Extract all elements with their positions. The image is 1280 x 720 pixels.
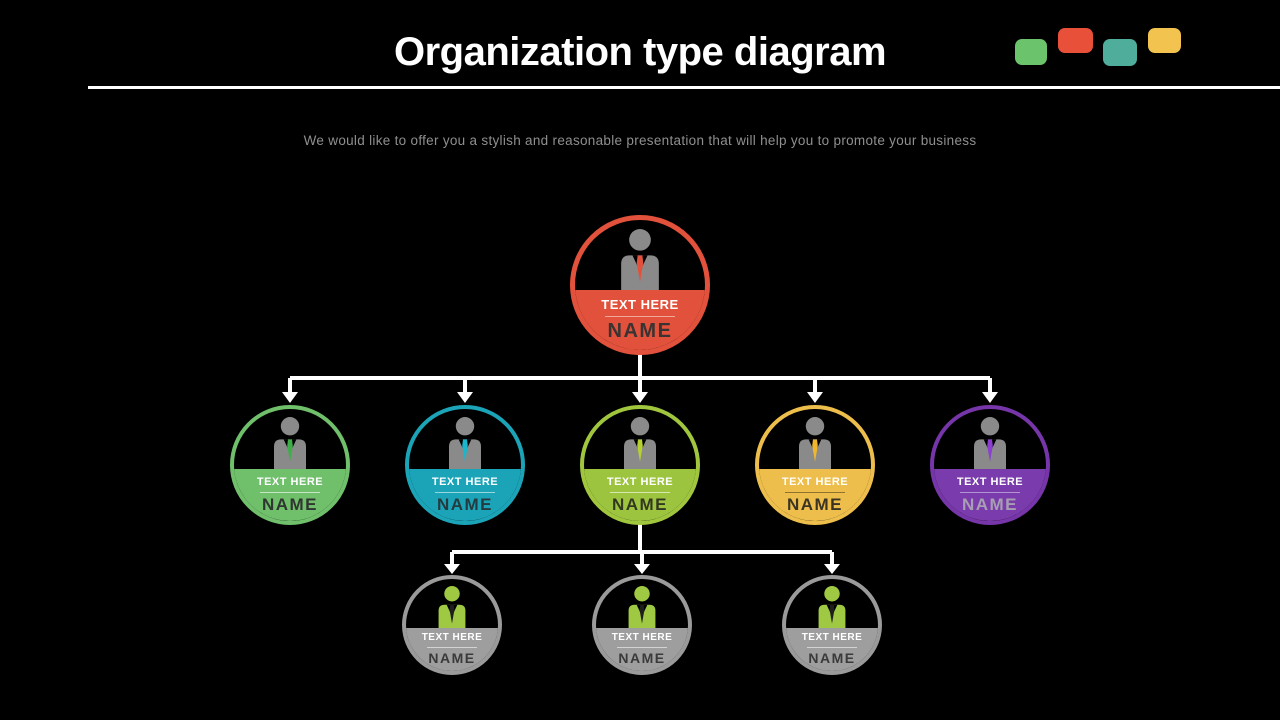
node-divider [605,316,675,318]
node-name: NAME [808,650,856,667]
square-green [1015,39,1047,65]
subtitle: We would like to offer you a stylish and… [303,133,977,148]
node-divider [960,491,1020,493]
org-node-branch-1: TEXT HERE NAME [230,405,350,525]
node-label-area: TEXT HERE NAME [786,628,878,671]
node-divider [435,491,495,493]
node-label: TEXT HERE [781,475,849,488]
node-name: NAME [607,320,673,343]
node-label: TEXT HERE [611,632,673,644]
node-label: TEXT HERE [956,475,1024,488]
org-node-branch-4: TEXT HERE NAME [755,405,875,525]
node-name: NAME [428,650,476,667]
node-name: NAME [611,494,669,514]
node-divider [617,647,667,649]
person-icon [435,586,469,633]
node-label-area: TEXT HERE NAME [934,469,1046,521]
node-divider [260,491,320,493]
node-divider [610,491,670,493]
node-label: TEXT HERE [421,632,483,644]
node-name: NAME [961,494,1019,514]
node-name: NAME [261,494,319,514]
node-label: TEXT HERE [606,475,674,488]
node-label: TEXT HERE [431,475,499,488]
node-label-area: TEXT HERE NAME [759,469,871,521]
node-label-area: TEXT HERE NAME [406,628,498,671]
person-icon [620,417,661,473]
person-icon [625,586,659,633]
org-node-branch-5: TEXT HERE NAME [930,405,1050,525]
node-name: NAME [436,494,494,514]
page-title: Organization type diagram [393,30,887,74]
person-icon [616,229,664,295]
org-node-branch-3: TEXT HERE NAME [580,405,700,525]
node-label: TEXT HERE [601,296,679,312]
square-red [1058,28,1093,53]
person-icon [795,417,836,473]
person-icon [270,417,311,473]
node-label-area: TEXT HERE NAME [584,469,696,521]
org-node-root: TEXT HERE NAME [570,215,710,355]
node-label-area: TEXT HERE NAME [596,628,688,671]
title-underline [88,86,1280,89]
node-label: TEXT HERE [256,475,324,488]
node-divider [807,647,857,649]
org-node-leaf-3: TEXT HERE NAME [782,575,882,675]
org-node-leaf-2: TEXT HERE NAME [592,575,692,675]
node-label-area: TEXT HERE NAME [409,469,521,521]
node-name: NAME [786,494,844,514]
person-icon [970,417,1011,473]
node-label: TEXT HERE [801,632,863,644]
square-yellow [1148,28,1181,53]
node-divider [785,491,845,493]
org-node-branch-2: TEXT HERE NAME [405,405,525,525]
node-label-area: TEXT HERE NAME [234,469,346,521]
arrowheads [282,392,998,574]
person-icon [445,417,486,473]
node-divider [427,647,477,649]
node-name: NAME [618,650,666,667]
org-node-leaf-1: TEXT HERE NAME [402,575,502,675]
person-icon [815,586,849,633]
node-label-area: TEXT HERE NAME [575,290,705,350]
square-teal [1103,39,1137,66]
